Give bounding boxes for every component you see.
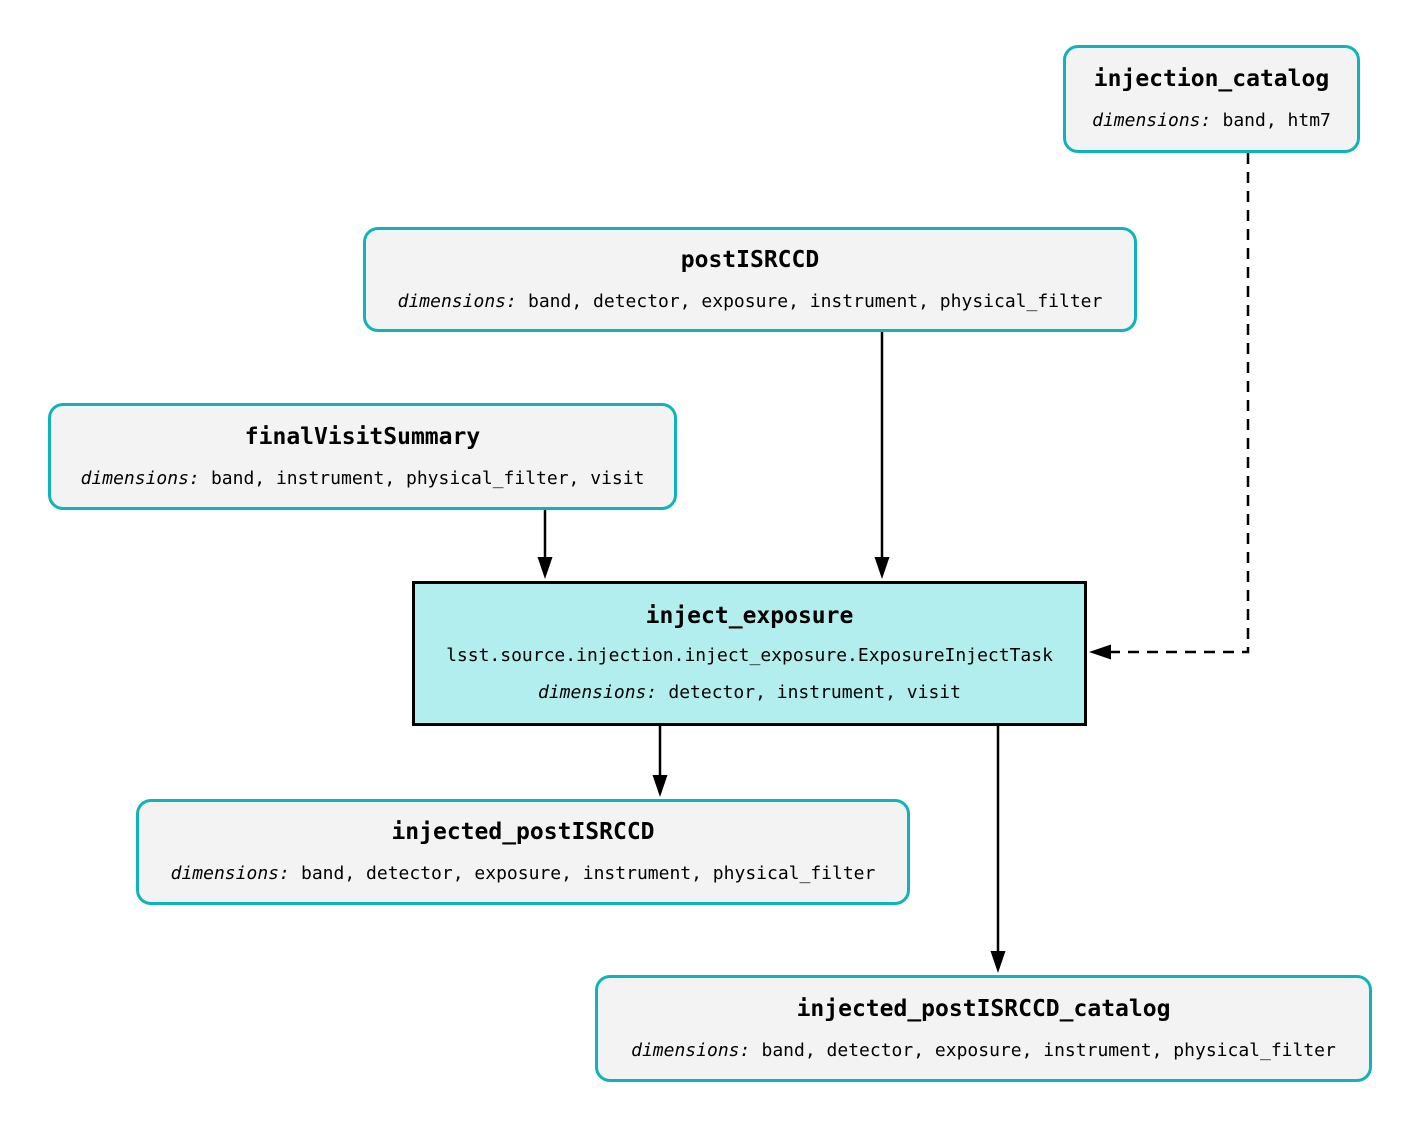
dimensions-label: dimensions:: [1092, 110, 1212, 131]
node-dimensions: dimensions: band, htm7: [1092, 109, 1331, 132]
task-class-path: lsst.source.injection.inject_exposure.Ex…: [446, 645, 1053, 666]
node-injected-postisrccd: injected_postISRCCD dimensions: band, det…: [136, 799, 910, 905]
dimensions-values: detector, instrument, visit: [668, 682, 961, 703]
dimensions-values: band, htm7: [1222, 110, 1331, 131]
dimensions-label: dimensions:: [80, 467, 200, 489]
node-dimensions: dimensions: band, detector, exposure, ins…: [171, 862, 876, 885]
node-dimensions: dimensions: band, instrument, physical_fi…: [81, 467, 645, 490]
dimensions-values: band, detector, exposure, instrument, ph…: [301, 863, 876, 884]
node-finalvisitsummary: finalVisitSummary dimensions: band, instr…: [48, 403, 677, 510]
dimensions-label: dimensions:: [538, 682, 658, 703]
edge-injection-catalog-to-inject-exposure: [1089, 153, 1250, 660]
node-injection-catalog: injection_catalog dimensions: band, htm7: [1063, 45, 1360, 153]
node-title: finalVisitSummary: [244, 423, 481, 450]
dimensions-values: band, instrument, physical_filter, visit: [210, 467, 645, 489]
node-injected-postisrccd-catalog: injected_postISRCCD_catalog dimensions: b…: [595, 975, 1372, 1082]
edge-postisrccd-to-inject-exposure: [874, 332, 890, 579]
node-title: postISRCCD: [680, 246, 820, 273]
node-title: injected_postISRCCD_catalog: [796, 995, 1171, 1022]
node-inject-exposure-task: inject_exposure lsst.source.injection.in…: [412, 581, 1087, 726]
node-dimensions: dimensions: detector, instrument, visit: [538, 681, 961, 704]
node-title: inject_exposure: [645, 603, 854, 629]
node-title: injected_postISRCCD: [391, 819, 655, 845]
edge-inject-exposure-to-injected-postisrccd-catalog: [990, 726, 1006, 973]
dimensions-label: dimensions:: [170, 863, 290, 884]
dimensions-values: band, detector, exposure, instrument, ph…: [761, 1039, 1336, 1061]
node-postisrccd: postISRCCD dimensions: band, detector, ex…: [363, 227, 1137, 332]
edge-inject-exposure-to-injected-postisrccd: [652, 726, 668, 797]
node-title: injection_catalog: [1093, 66, 1330, 92]
node-dimensions: dimensions: band, detector, exposure, ins…: [631, 1039, 1336, 1062]
dimensions-values: band, detector, exposure, instrument, ph…: [528, 290, 1103, 312]
dimensions-label: dimensions:: [631, 1039, 751, 1061]
node-dimensions: dimensions: band, detector, exposure, ins…: [398, 290, 1103, 313]
dimensions-label: dimensions:: [397, 290, 517, 312]
edge-finalvisitsummary-to-inject-exposure: [537, 510, 553, 579]
